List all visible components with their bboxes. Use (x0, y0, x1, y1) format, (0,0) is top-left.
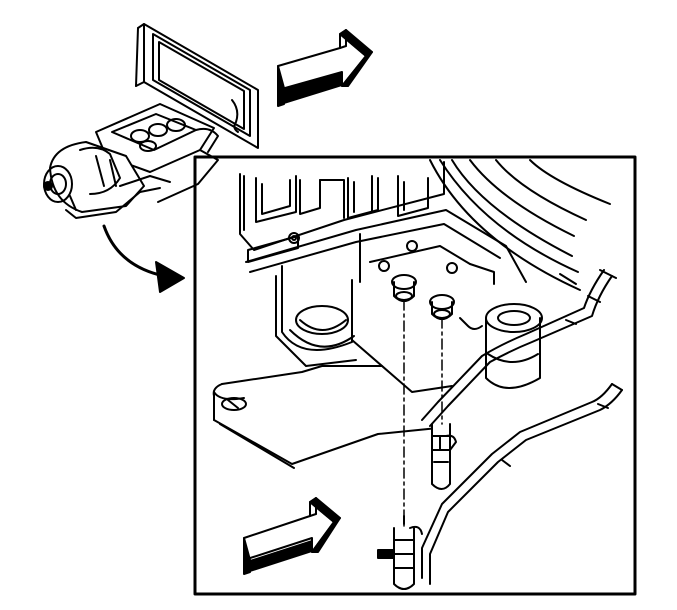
curved-pointer-arrow (102, 224, 185, 293)
callout-arrow-top (277, 29, 373, 107)
transmission-pan (212, 265, 543, 469)
locator-view (43, 23, 259, 219)
callout-arrow-bottom (243, 497, 341, 575)
line-fittings (391, 274, 483, 330)
detail-contents (212, 159, 623, 590)
transmission-locator (43, 141, 171, 219)
bell-housing (429, 159, 611, 291)
pan-rail (245, 209, 527, 285)
cooler-lines (377, 269, 623, 590)
alignment-dashed-lines (403, 299, 443, 527)
transmission-case (239, 161, 445, 263)
detail-view-frame (193, 155, 637, 596)
frame-panel (135, 23, 259, 149)
